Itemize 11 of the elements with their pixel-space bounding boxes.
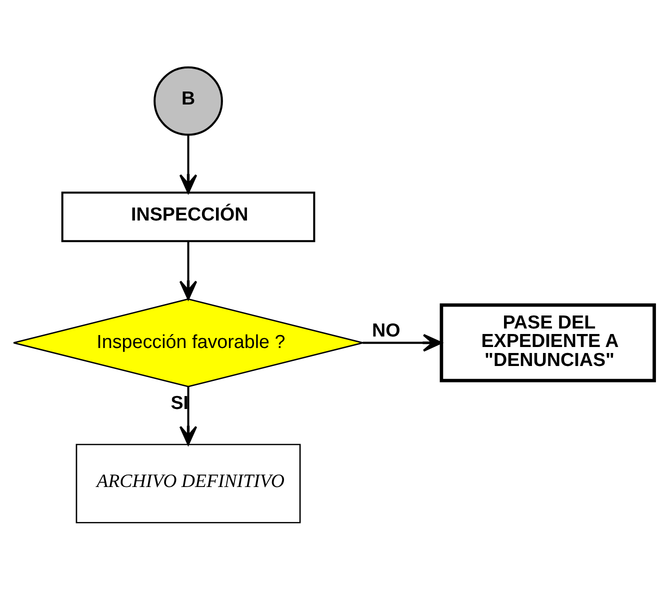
arrow [179,240,198,300]
arrow [179,134,198,194]
node-box: PASE DEL EXPEDIENTE A "DENUNCIAS" [440,302,656,382]
node-circle: B [154,66,223,136]
arrow [362,333,442,352]
node-box: INSPECCIÓN [61,191,316,242]
arrow [179,386,198,445]
node-box: ARCHIVO DEFINITIVO [76,443,301,523]
edge-label: NO [372,318,400,340]
node-diamond: Inspección favorable ? [12,298,364,387]
edge-label: SI [170,391,189,412]
